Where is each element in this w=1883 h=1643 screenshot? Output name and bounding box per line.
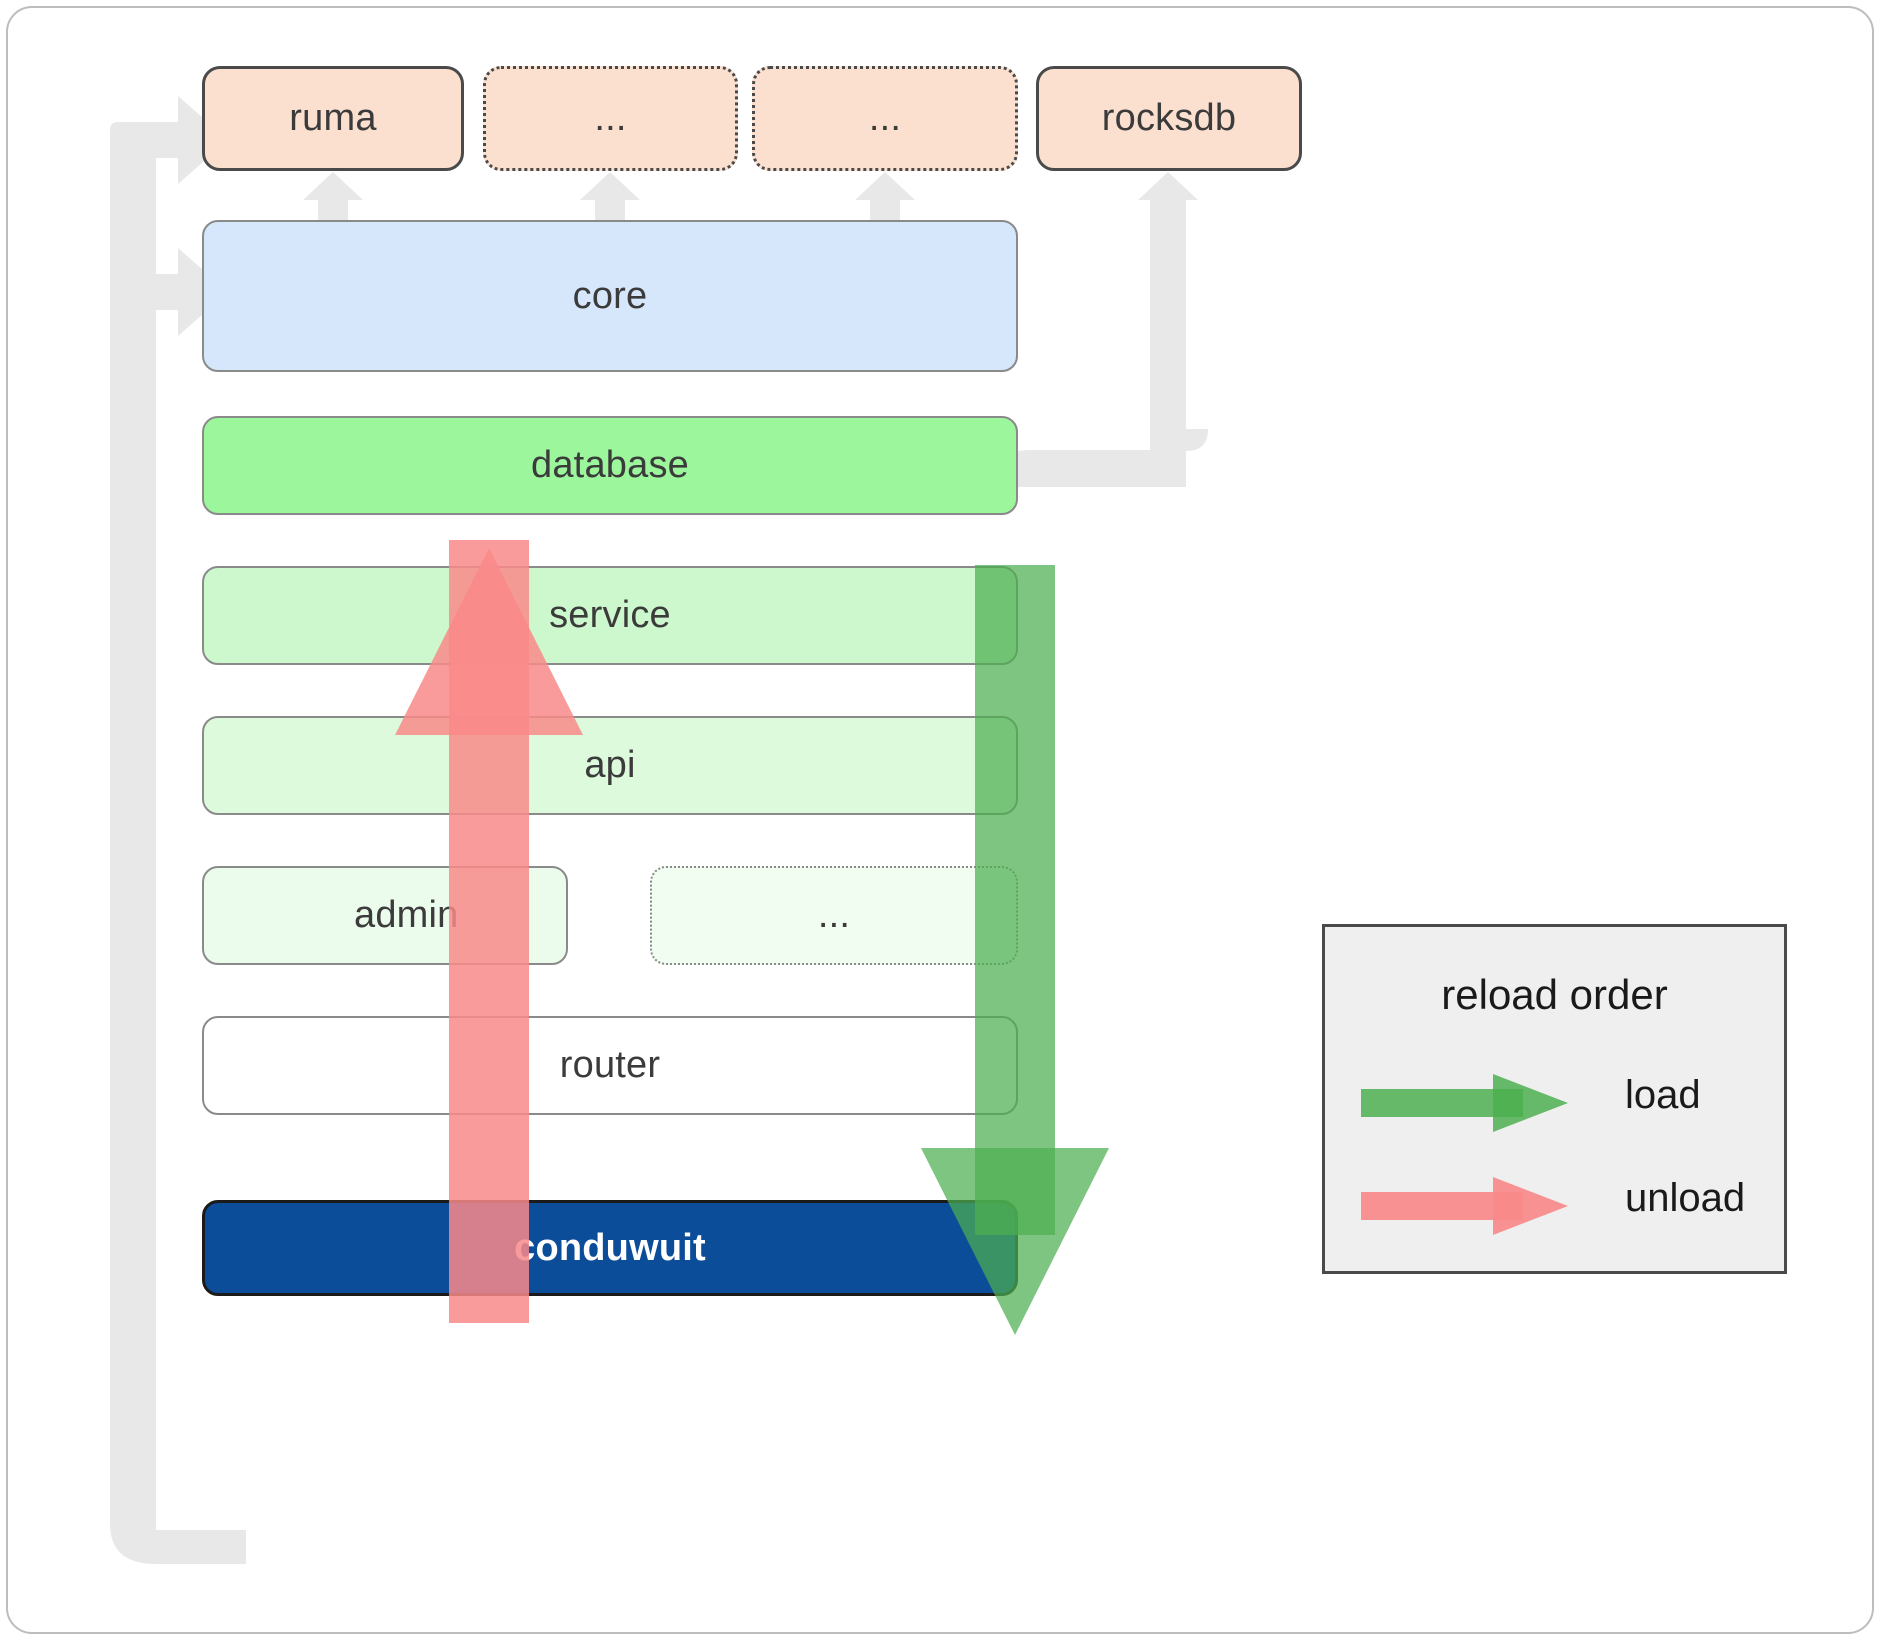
node-rocksdb[interactable]: rocksdb [1036, 66, 1302, 171]
node-core-label: core [572, 274, 648, 317]
legend-row-load: load [1325, 1067, 1784, 1137]
node-router[interactable]: router [202, 1016, 1018, 1115]
node-service[interactable]: service [202, 566, 1018, 665]
node-dep-2-label: ... [594, 97, 627, 139]
node-api[interactable]: api [202, 716, 1018, 815]
node-database-label: database [531, 444, 689, 486]
node-admin[interactable]: admin [202, 866, 568, 965]
node-ruma-label: ruma [289, 97, 377, 139]
unload-legend-icon [1361, 1177, 1568, 1235]
node-database[interactable]: database [202, 416, 1018, 515]
legend-label-load: load [1625, 1073, 1701, 1117]
node-etc[interactable]: ... [650, 866, 1018, 965]
node-etc-label: ... [817, 894, 851, 936]
node-rocksdb-label: rocksdb [1101, 97, 1237, 139]
node-router-label: router [559, 1044, 661, 1086]
node-ruma[interactable]: ruma [202, 66, 464, 171]
legend-box: reload order load unload [1322, 924, 1787, 1274]
node-api-label: api [584, 744, 636, 786]
load-legend-icon [1361, 1074, 1568, 1132]
node-core[interactable]: core [202, 220, 1018, 372]
legend-label-unload: unload [1625, 1176, 1746, 1220]
node-dep-3[interactable]: ... [752, 66, 1018, 171]
legend-title: reload order [1441, 971, 1668, 1018]
node-service-label: service [549, 594, 671, 636]
node-conduwuit-label: conduwuit [514, 1226, 706, 1269]
legend-row-unload: unload [1325, 1170, 1784, 1240]
node-conduwuit[interactable]: conduwuit [202, 1200, 1018, 1296]
node-dep-2[interactable]: ... [483, 66, 738, 171]
node-dep-3-label: ... [868, 97, 902, 139]
node-admin-label: admin [354, 894, 459, 936]
